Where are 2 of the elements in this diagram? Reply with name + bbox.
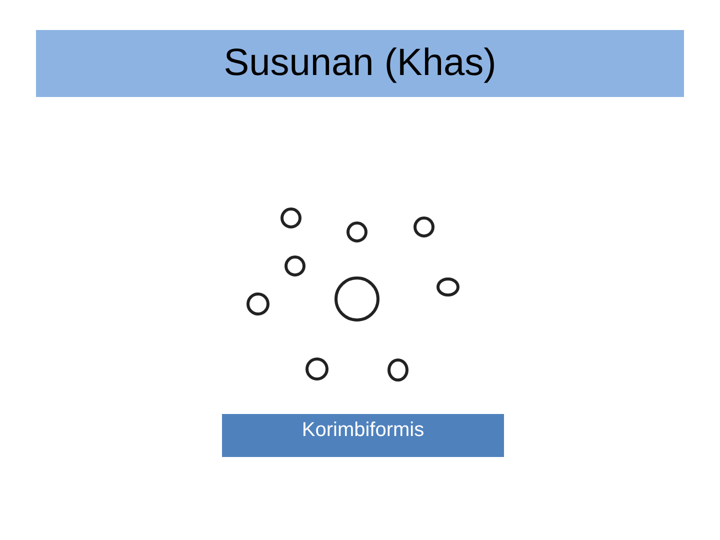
caption-box: Korimbiformis (222, 414, 504, 457)
title-banner: Susunan (Khas) (36, 30, 684, 97)
